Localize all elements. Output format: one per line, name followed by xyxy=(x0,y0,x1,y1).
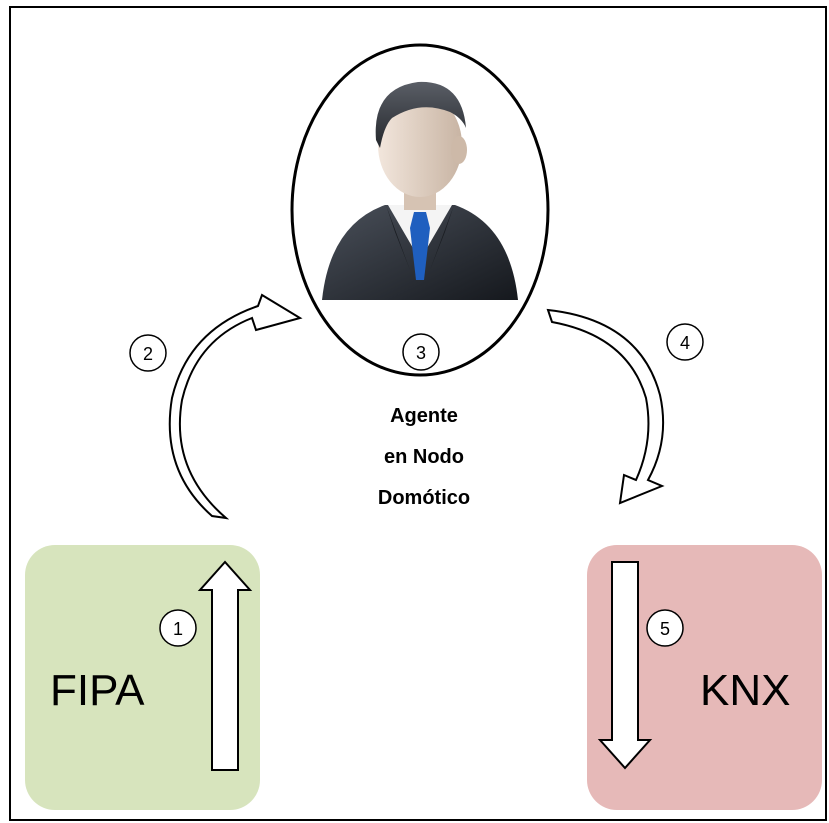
step-4-circle xyxy=(666,323,704,361)
step-3-label: 3 xyxy=(416,343,426,363)
fipa-box xyxy=(25,545,260,810)
step-1-circle xyxy=(159,609,197,647)
agent-label-line-1: Agente xyxy=(390,405,458,427)
agent-label-line-2: en Nodo xyxy=(384,446,464,468)
step-1-label: 1 xyxy=(173,619,183,639)
agent-label-line-3: Domótico xyxy=(378,487,470,509)
arrow-to-agent xyxy=(168,293,303,520)
knx-label: KNX xyxy=(700,666,790,715)
agent-avatar-icon xyxy=(322,81,518,300)
knx-down-arrow xyxy=(597,561,653,770)
step-2-label: 2 xyxy=(143,344,153,364)
step-4-label: 4 xyxy=(680,333,690,353)
fipa-label: FIPA xyxy=(50,666,145,715)
arrow-to-knx xyxy=(546,308,665,505)
step-3-circle xyxy=(402,333,440,371)
step-5-circle xyxy=(646,609,684,647)
step-2-circle xyxy=(129,334,167,372)
fipa-up-arrow xyxy=(197,560,253,771)
step-5-label: 5 xyxy=(660,619,670,639)
